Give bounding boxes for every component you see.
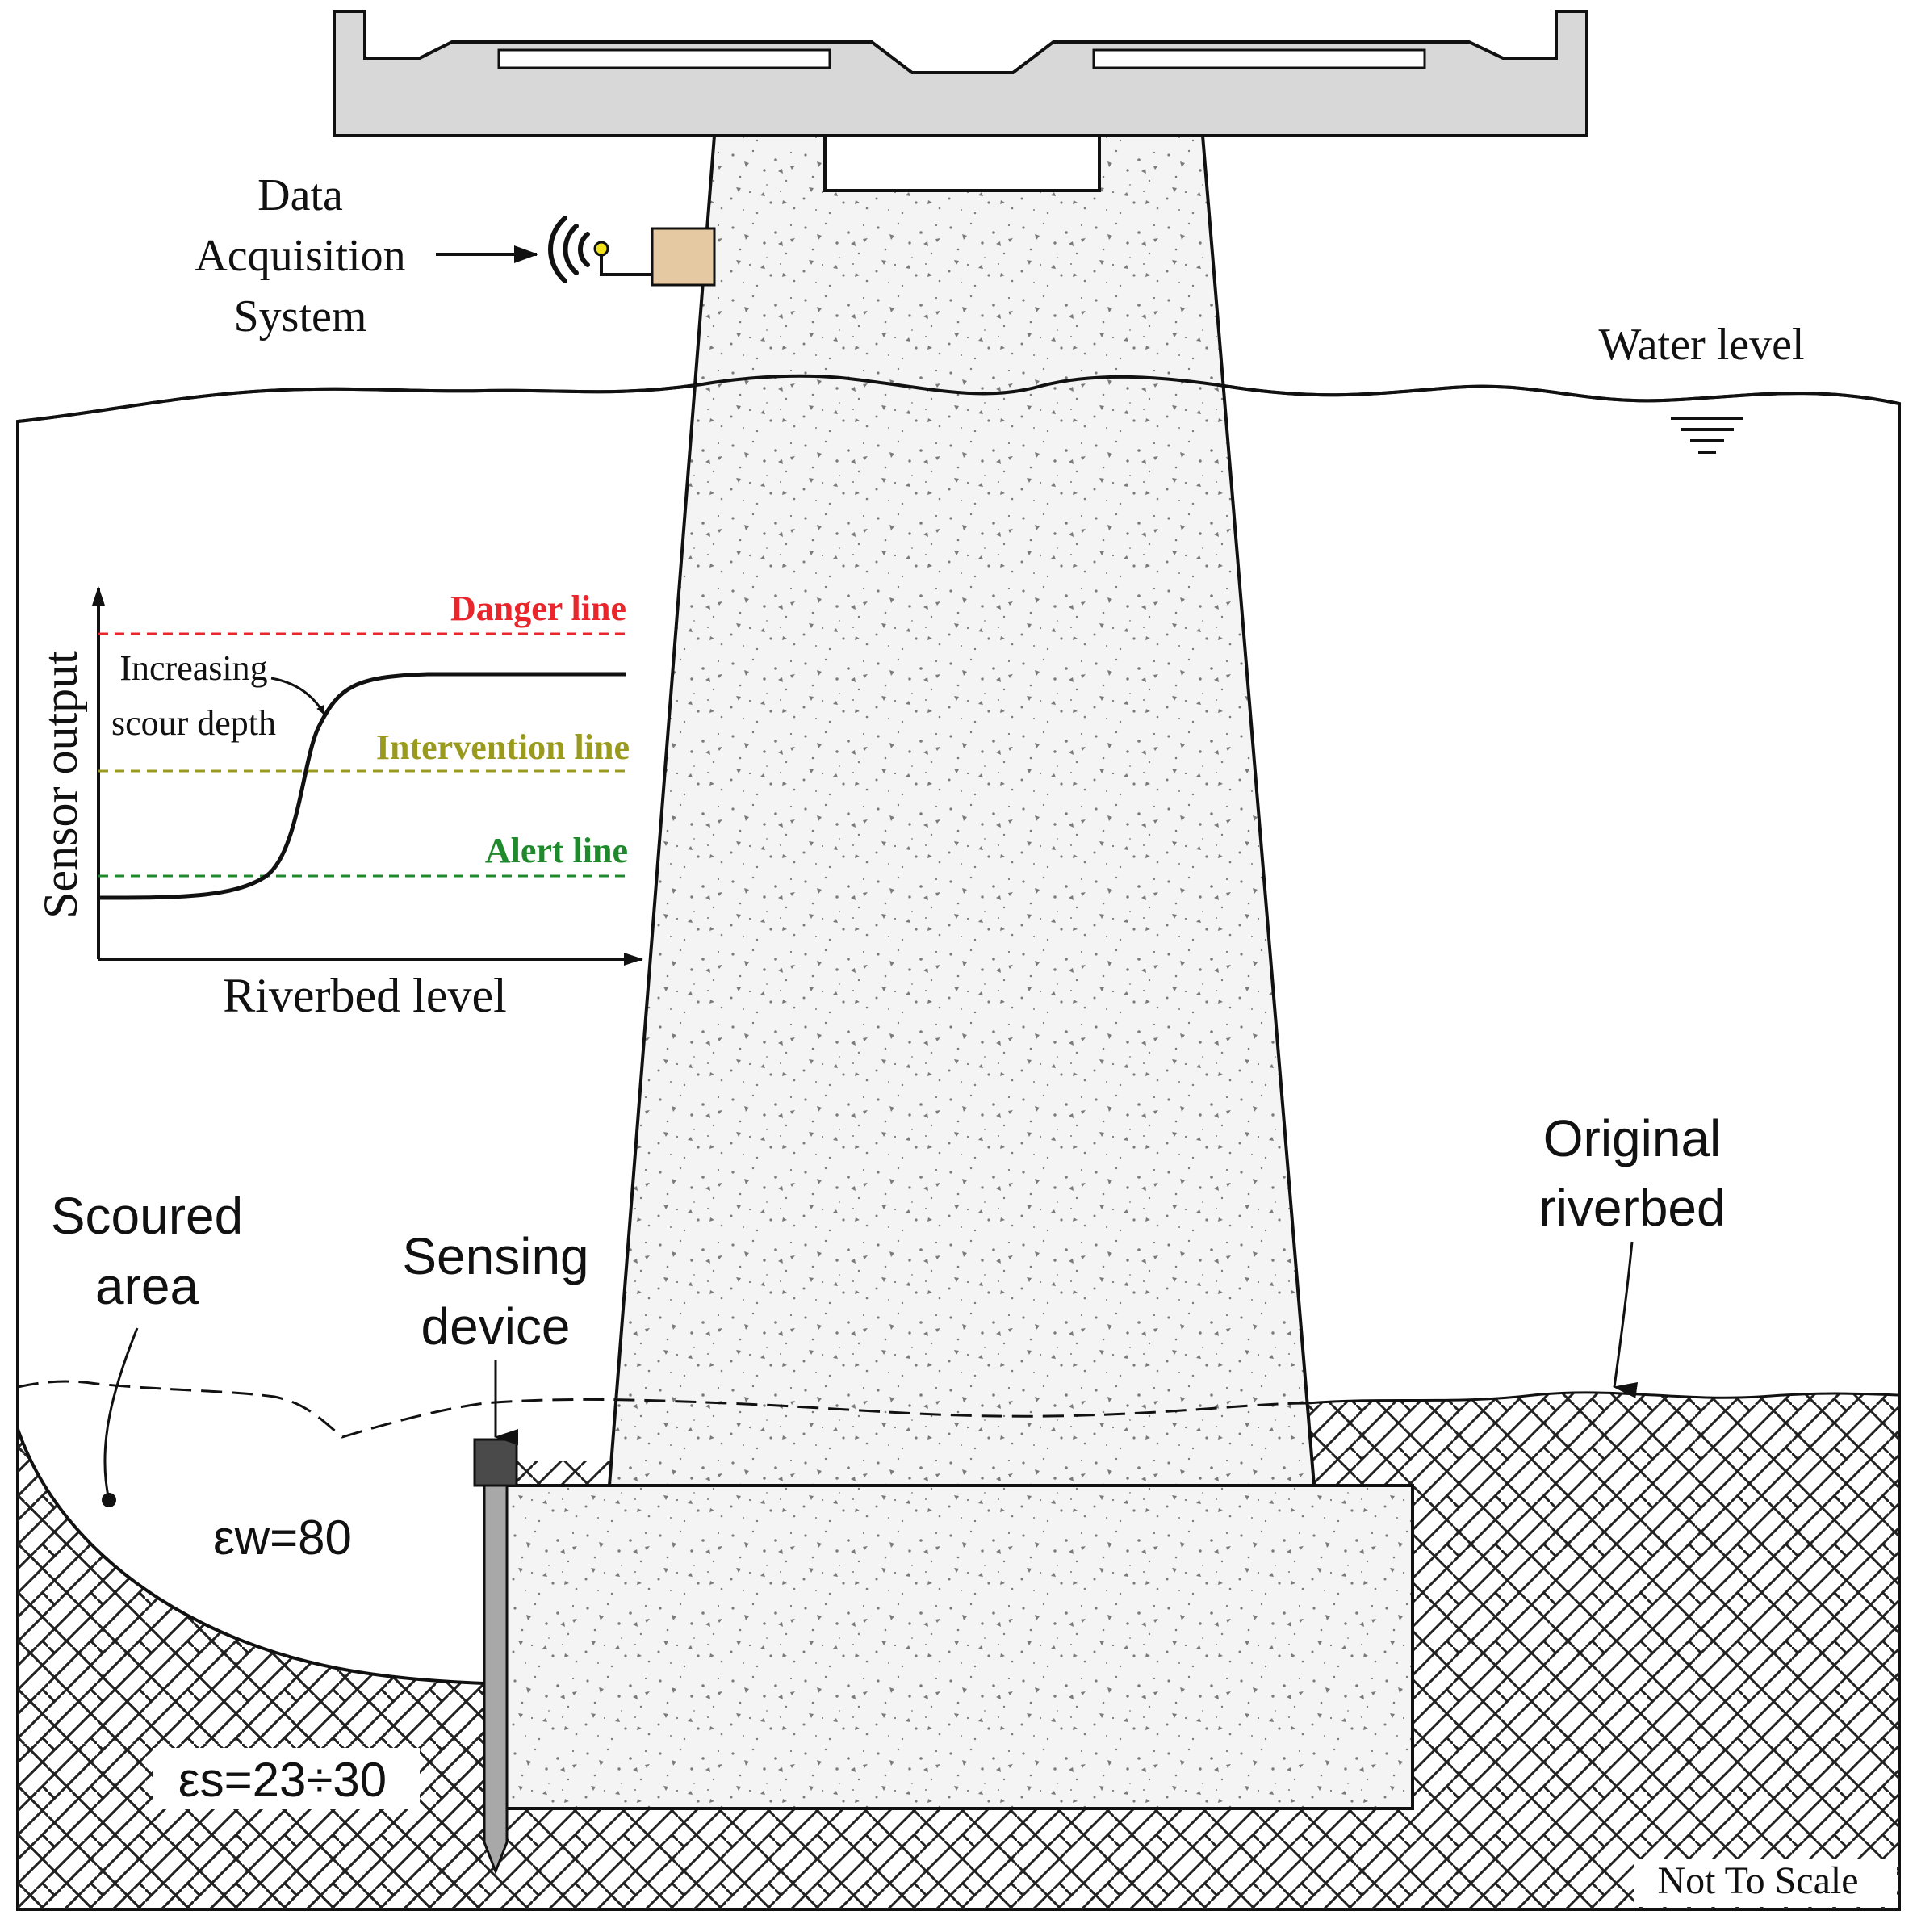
scour-boundary-curve <box>16 1428 485 1685</box>
pier-stem <box>607 134 1316 1487</box>
pier-footing <box>503 1484 1414 1810</box>
original-riverbed-dashed-line <box>17 1380 1308 1439</box>
original-riverbed-pointer <box>1613 1241 1639 1398</box>
daq-box <box>651 227 716 287</box>
sensing-device-label-line-2: device <box>421 1297 571 1356</box>
bridge-deck <box>333 10 1588 137</box>
water-level-label: Water level <box>1598 320 1804 370</box>
curve-annotation-line-2: scour depth <box>111 703 276 743</box>
sensing-device-label-line-1: Sensing <box>402 1227 588 1285</box>
curve-annotation-line-1: Increasing <box>119 648 267 688</box>
water-surface-line <box>17 374 1900 423</box>
inset-chart: Danger line Intervention line Alert line… <box>34 586 643 1022</box>
daq-label-line-2: Acquisition <box>195 231 405 281</box>
original-riverbed-label-line-1: Original <box>1543 1109 1722 1167</box>
not-to-scale-label: Not To Scale <box>1657 1859 1858 1902</box>
deck-slot-right <box>1092 48 1426 69</box>
scoured-area-label-line-1: Scoured <box>51 1187 243 1245</box>
inset-x-axis-label: Riverbed level <box>223 969 507 1022</box>
intervention-line-label: Intervention line <box>376 727 630 767</box>
antenna-dot <box>593 241 609 257</box>
original-riverbed-label-line-2: riverbed <box>1538 1179 1725 1237</box>
scoured-area-pointer <box>103 1327 139 1501</box>
danger-line-label: Danger line <box>450 589 626 628</box>
deck-slot-left <box>497 48 831 69</box>
eps-water-label: εw=80 <box>213 1511 352 1565</box>
inset-y-axis-label: Sensor output <box>34 651 87 919</box>
alert-line-label: Alert line <box>485 831 628 870</box>
scoured-area-label-line-2: area <box>95 1257 199 1315</box>
sensor-head <box>473 1438 518 1487</box>
eps-soil-label: εs=23÷30 <box>178 1753 387 1807</box>
scoured-area-pointer-dot <box>102 1493 116 1507</box>
daq-label-line-3: System <box>234 291 367 342</box>
wifi-signal-icon <box>548 216 590 283</box>
water-level-symbol <box>1671 417 1743 454</box>
eps-soil-label-bg <box>153 1748 420 1809</box>
sensor-rod <box>483 1484 509 1875</box>
daq-label-line-1: Data <box>257 170 343 220</box>
daq-cable <box>600 252 652 276</box>
sensor-output-curve <box>98 672 626 900</box>
not-to-scale-bg <box>1634 1859 1897 1907</box>
curve-annotation-pointer <box>270 677 326 715</box>
bearing-block <box>823 134 1101 192</box>
